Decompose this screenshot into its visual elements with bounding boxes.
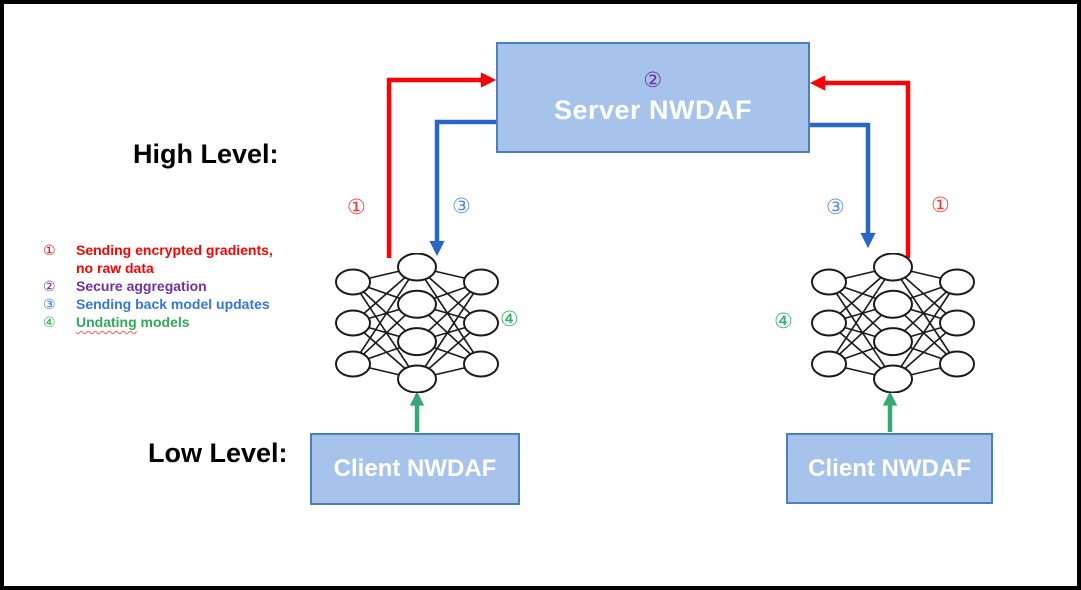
legend-num-3: ③ [43, 296, 56, 312]
client-nwdaf-box-left: Client NWDAF [310, 433, 520, 505]
legend-text-4-rest: models [136, 314, 190, 330]
arrow-gradients-left [386, 72, 497, 258]
high-level-label: High Level: [133, 139, 279, 169]
client-nwdaf-label-left: Client NWDAF [333, 455, 497, 482]
legend-text-2: Secure aggregation [76, 278, 207, 294]
legend-item-secure-aggregation: ② Secure aggregation [43, 277, 273, 295]
legend-item-model-updates: ③ Sending back model updates [43, 295, 273, 313]
low-level-label: Low Level: [148, 438, 288, 468]
legend-num-2: ② [43, 278, 56, 294]
step-3-label-right: ③ [826, 196, 845, 219]
server-nwdaf-label: Server NWDAF [553, 95, 753, 126]
legend-num-4: ④ [43, 314, 56, 330]
step-1-label-left: ① [347, 196, 366, 219]
step-4-label-right: ④ [774, 310, 793, 333]
legend-item-encrypted-gradients: ① Sending encrypted gradients, no raw da… [43, 241, 273, 277]
legend: ① Sending encrypted gradients, no raw da… [43, 241, 273, 331]
step-3-label-left: ③ [452, 195, 471, 218]
step-4-label-left: ④ [500, 308, 519, 331]
client-nwdaf-box-right: Client NWDAF [786, 433, 993, 504]
legend-num-1: ① [43, 242, 56, 258]
legend-text-1: Sending encrypted gradients, no raw data [76, 242, 273, 276]
neural-network-right [811, 253, 975, 393]
misspelled-word: Undating [76, 314, 137, 330]
client-nwdaf-label-right: Client NWDAF [808, 454, 971, 482]
step-1-label-right: ① [931, 194, 950, 217]
legend-text-4: Undating models [76, 313, 190, 331]
arrow-model-updates-right [808, 122, 876, 249]
arrow-model-updates-left [429, 119, 498, 257]
arrow-gradients-right [809, 75, 911, 258]
legend-text-3: Sending back model updates [76, 296, 270, 312]
secure-aggregation-step-badge: ② [643, 68, 663, 92]
neural-network-left [335, 253, 499, 393]
legend-item-updating-models: ④ Undating models [43, 313, 273, 331]
server-nwdaf-box: ② Server NWDAF [496, 42, 810, 153]
